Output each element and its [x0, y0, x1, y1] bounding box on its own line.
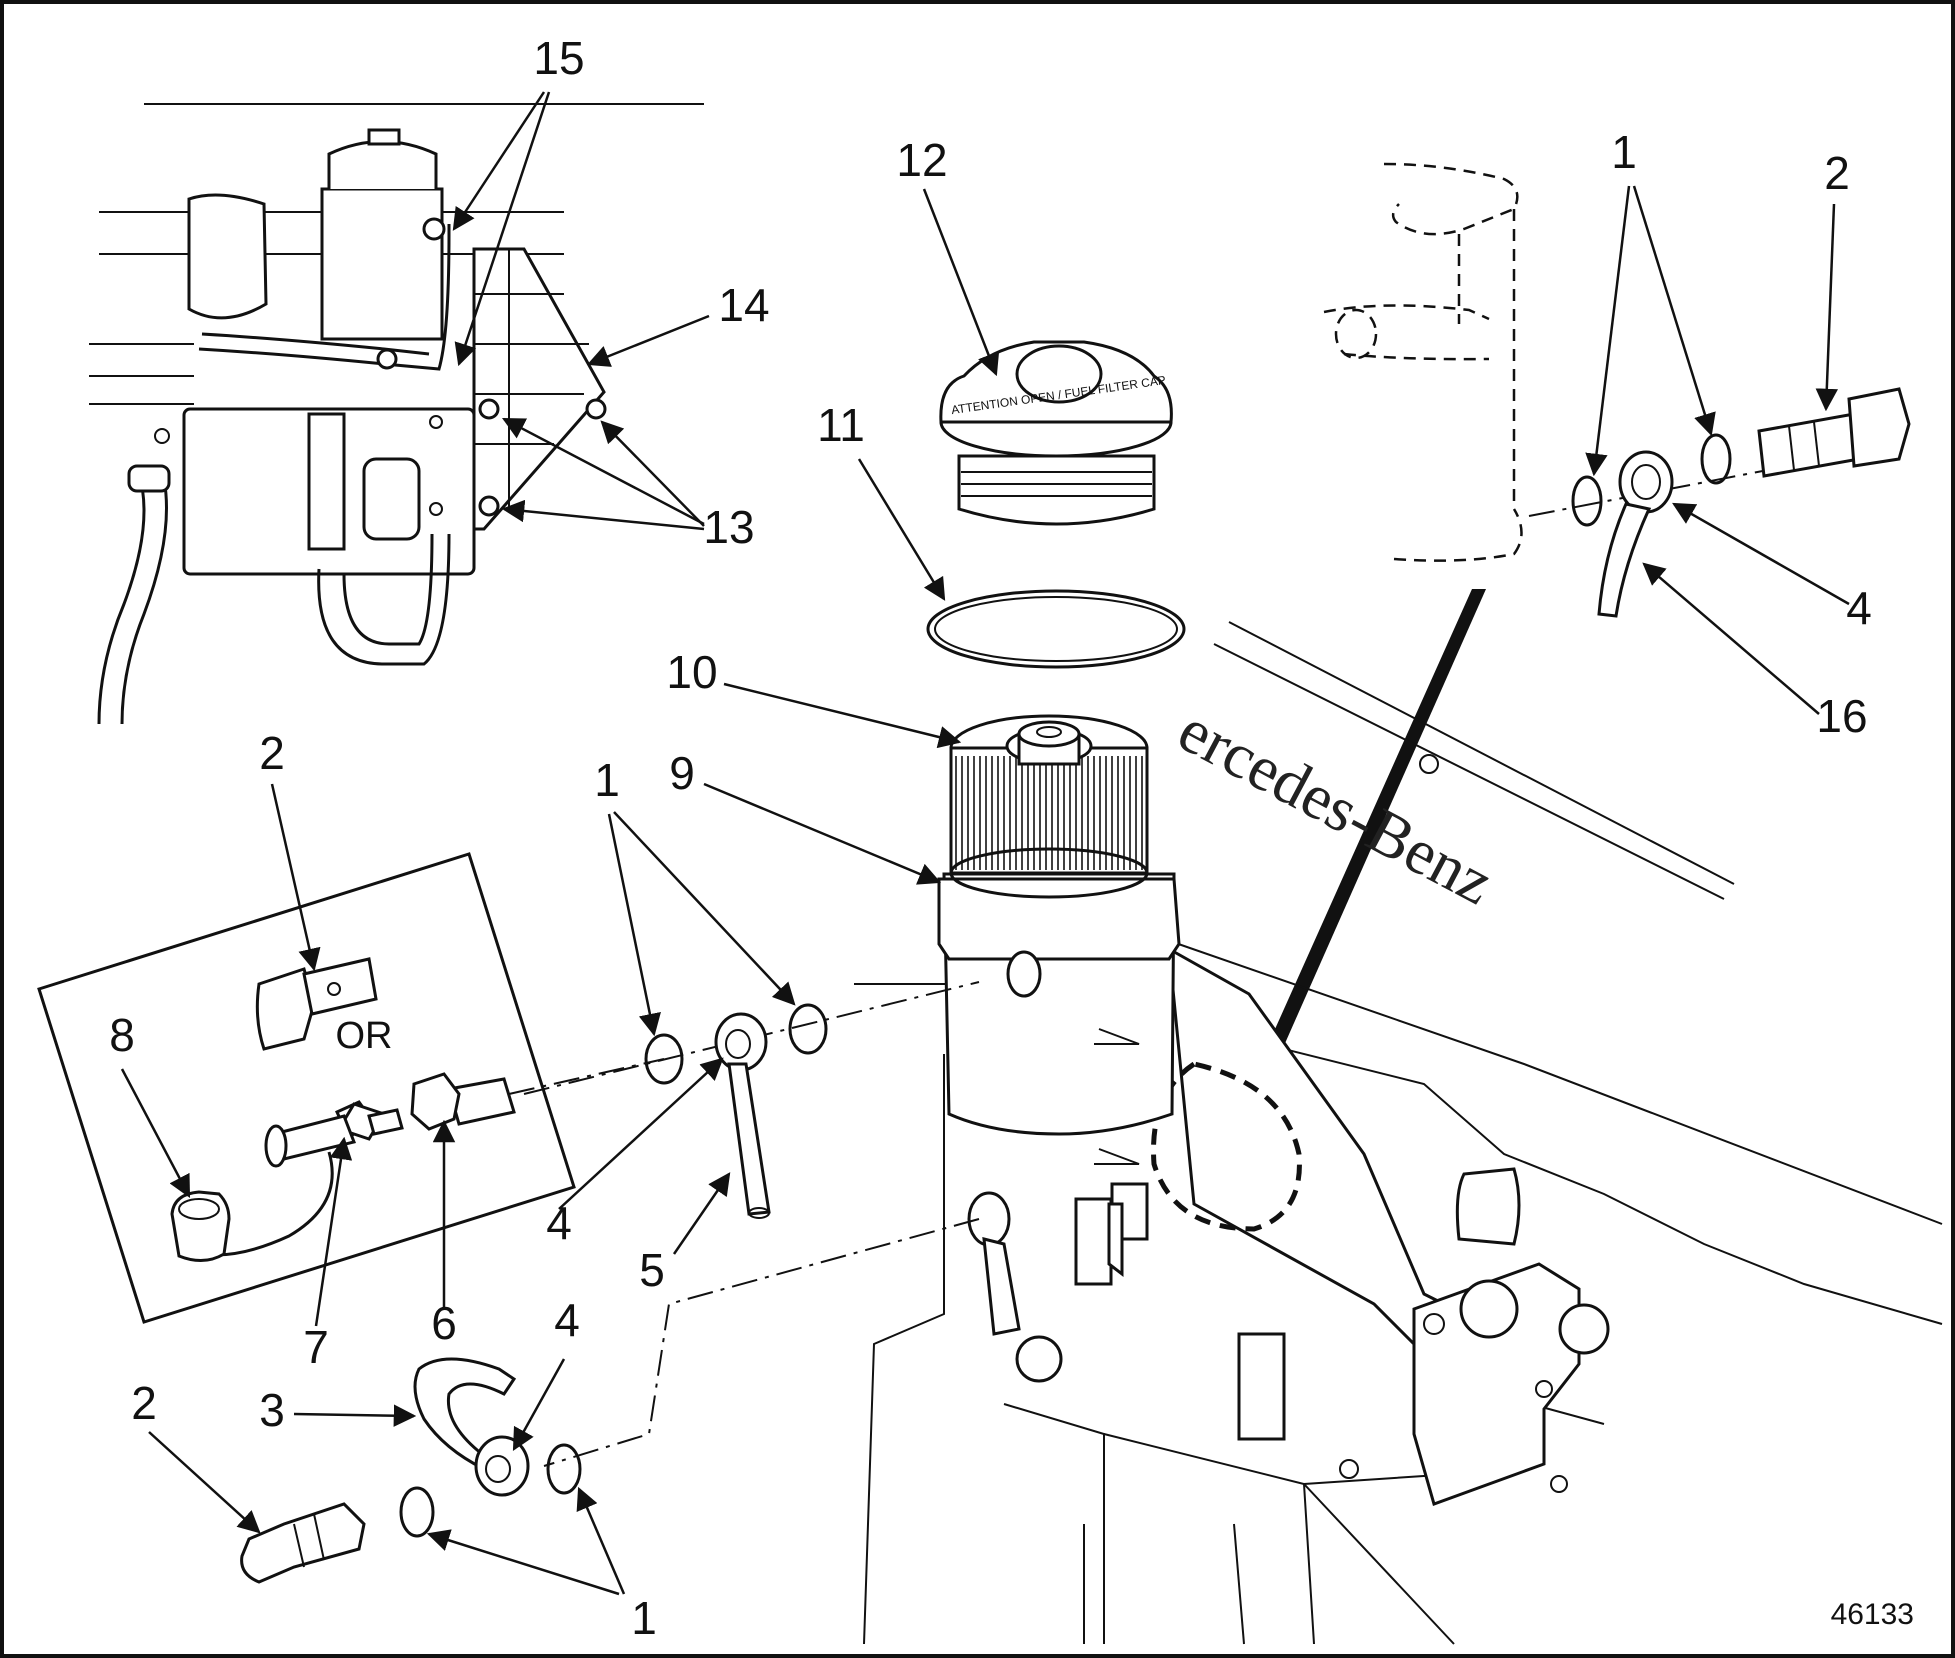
callout-15: 15 — [533, 32, 584, 84]
brand-lettering: ercedes-Benz — [1167, 694, 1505, 918]
filter-cap-assembly: ATTENTION OPEN / FUEL FILTER CAP — [939, 340, 1173, 526]
engine-block — [854, 938, 1943, 1645]
callout-2-inset: 2 — [259, 727, 285, 779]
callout-1-mid: 1 — [594, 754, 620, 806]
callout-labels: 15 14 13 12 11 10 9 1 2 4 16 2 8 7 6 1 4… — [109, 32, 1872, 1644]
seal-ring — [926, 589, 1186, 669]
callout-5: 5 — [639, 1244, 665, 1296]
figure-number: 46133 — [1831, 1598, 1914, 1631]
callout-12: 12 — [896, 134, 947, 186]
detail-leader — [1254, 589, 1486, 1084]
callout-1-top: 1 — [1611, 126, 1637, 178]
fuel-filter-exploded-diagram: ATTENTION OPEN / FUEL FILTER CAP ercedes… — [37, 32, 1943, 1645]
callout-8: 8 — [109, 1009, 135, 1061]
callout-4-top: 4 — [1846, 582, 1872, 634]
filter-pleats — [955, 756, 1143, 870]
callout-7: 7 — [303, 1321, 329, 1373]
banjo-fitting-mid — [714, 1012, 771, 1219]
callout-13: 13 — [703, 501, 754, 553]
filter-element — [949, 714, 1149, 899]
callout-10: 10 — [666, 646, 717, 698]
callout-9: 9 — [669, 747, 695, 799]
callout-6: 6 — [431, 1297, 457, 1349]
detail-view-dashed-bracket — [1323, 162, 1911, 618]
callout-2-top: 2 — [1824, 147, 1850, 199]
callout-1-bottom: 1 — [631, 1592, 657, 1644]
banjo-fitting-bottom — [240, 1357, 582, 1584]
callout-4-mid: 4 — [546, 1197, 572, 1249]
callout-11: 11 — [817, 399, 865, 451]
callout-16: 16 — [1816, 690, 1867, 742]
callout-14: 14 — [718, 279, 769, 331]
leader-lines — [120, 91, 1850, 1596]
filter-housing — [937, 872, 1181, 1336]
callout-3: 3 — [259, 1384, 285, 1436]
locator-view — [89, 103, 704, 725]
or-label: OR — [336, 1015, 393, 1057]
alternate-parts-inset: OR — [37, 852, 665, 1324]
callout-2-bottom: 2 — [131, 1377, 157, 1429]
callout-4-bottom: 4 — [554, 1294, 580, 1346]
